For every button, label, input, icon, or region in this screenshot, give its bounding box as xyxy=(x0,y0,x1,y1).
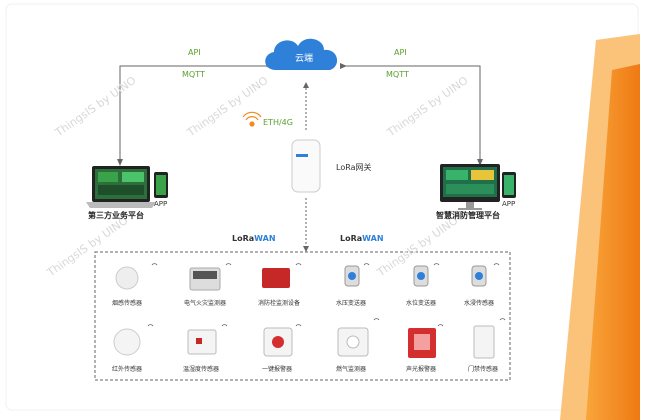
left-app-label: APP xyxy=(154,200,168,208)
left-mqtt-label: MQTT xyxy=(182,70,205,79)
lorawan-brand-b: WAN xyxy=(254,234,276,243)
device-label-smoke: 烟感传感器 xyxy=(111,300,142,307)
right-api-label: API xyxy=(394,48,407,57)
device-icons xyxy=(113,265,495,359)
monitor-right xyxy=(440,164,516,210)
signal-icon xyxy=(242,111,262,127)
lorawan-logo-right: LoRaWAN xyxy=(340,234,384,243)
left-api-label: API xyxy=(188,48,201,57)
right-app-label: APP xyxy=(502,200,516,208)
device-label-water-level: 水位变送器 xyxy=(405,300,436,307)
device-frame xyxy=(94,251,511,381)
cloud-shape xyxy=(265,38,338,70)
device-label-water-leak: 水浸传感器 xyxy=(463,300,494,307)
lorawan-logo-left: LoRaWAN xyxy=(232,234,276,243)
cloud-label: 云端 xyxy=(295,54,314,64)
right-mqtt-label: MQTT xyxy=(386,70,409,79)
lorawan-brand-b: WAN xyxy=(362,234,384,243)
device-label-water-pressure: 水压变送器 xyxy=(335,300,366,307)
orange-stripe-front xyxy=(586,64,640,420)
device-label-infrared: 红外传感器 xyxy=(111,366,142,373)
device-signal-icons xyxy=(147,263,506,327)
lorawan-brand-a: LoRa xyxy=(340,234,363,243)
laptop-left xyxy=(86,166,168,208)
right-platform-label: 智慧消防管理平台 xyxy=(436,211,500,220)
device-label-door: 门禁传感器 xyxy=(467,366,498,373)
device-label-gas: 燃气监测器 xyxy=(335,366,366,373)
gateway-label: LoRa网关 xyxy=(336,163,372,172)
lorawan-brand-a: LoRa xyxy=(232,234,255,243)
device-label-temp-humidity: 温湿度传感器 xyxy=(182,366,219,373)
device-label-hydrant: 消防栓监测设备 xyxy=(257,300,300,307)
gateway-device xyxy=(291,139,321,193)
left-platform-label: 第三方业务平台 xyxy=(88,211,144,220)
device-label-electrical-fire: 电气火灾监测器 xyxy=(183,300,226,307)
device-label-alarm-button: 一键报警器 xyxy=(261,366,292,373)
device-label-sound-light-alarm: 声光报警器 xyxy=(405,366,436,373)
eth-label: ETH/4G xyxy=(263,118,293,127)
